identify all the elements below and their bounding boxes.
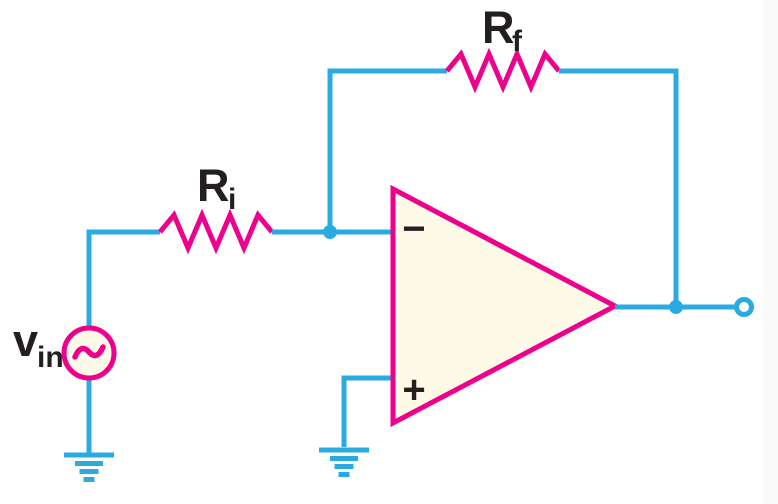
inverting-junction-dot [323, 225, 337, 239]
feedback-resistor-label-subscript: f [512, 25, 523, 58]
output-junction-dot [669, 300, 683, 314]
noninverting-wire [341, 375, 393, 447]
noninverting-ground-icon [319, 447, 369, 477]
page-edge-strip [763, 0, 778, 504]
opamp-inverting-label: − [402, 207, 425, 251]
output-terminal [734, 297, 754, 317]
vin-label-subscript: in [37, 341, 64, 374]
opamp-triangle [390, 184, 621, 428]
vin-source-tilde-icon [72, 344, 106, 360]
input-resistor-label: R [197, 160, 230, 211]
vin-label: v [13, 315, 38, 366]
opamp-noninverting-label: + [402, 368, 425, 412]
feedback-left-wire [327, 68, 447, 232]
feedback-resistor-label: R [482, 2, 515, 53]
input-resistor-zigzag [158, 208, 274, 255]
input-resistor-label-subscript: i [228, 183, 236, 216]
vin-ground-icon [64, 452, 114, 482]
feedback-resistor-zigzag [445, 47, 561, 94]
feedback-right-wire [559, 68, 679, 307]
